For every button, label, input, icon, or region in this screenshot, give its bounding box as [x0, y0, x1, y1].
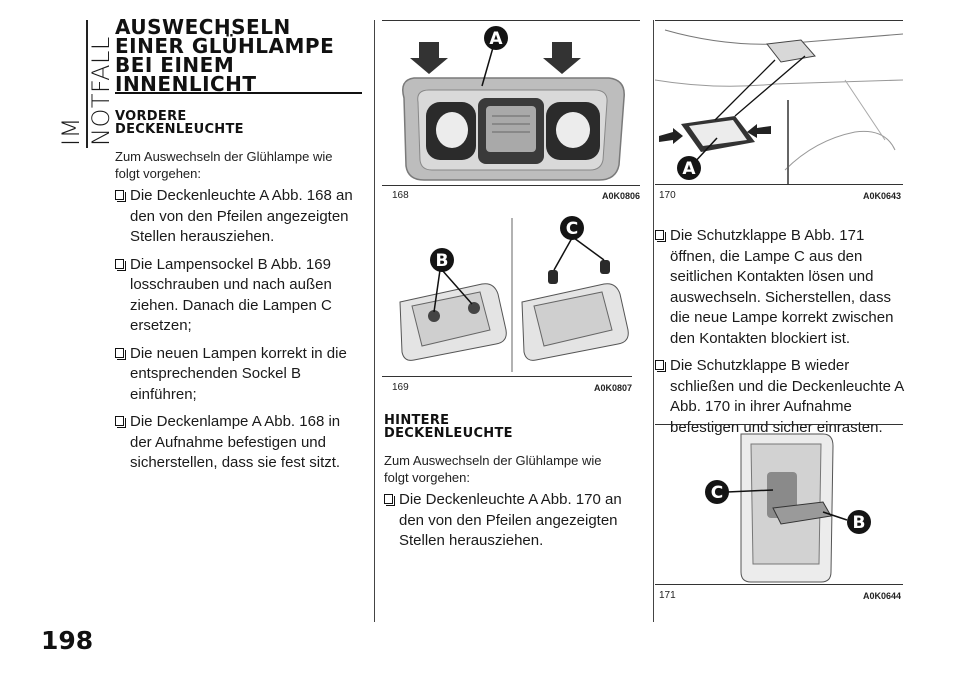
figure-number: 168 — [392, 190, 409, 201]
figure-169: B C 169 A0K0807 — [382, 212, 632, 393]
front-steps: Die Deckenleuchte A Abb. 168 an den von … — [115, 186, 365, 481]
svg-text:B: B — [853, 513, 866, 533]
checkbox-bullet-icon — [115, 190, 126, 202]
column-divider-1 — [374, 20, 375, 622]
checkbox-bullet-icon — [115, 258, 126, 271]
figure-170: A 170 A0K0643 — [655, 20, 903, 210]
figure-number: 171 — [659, 590, 676, 601]
svg-text:A: A — [682, 159, 696, 179]
bulb-socket-illustration: B C — [399, 216, 629, 372]
rear-intro: Zum Auswechseln der Glühlampe wie folgt … — [384, 453, 602, 485]
list-item: Die Schutzklappe B Abb. 171 öffnen, die … — [655, 226, 905, 349]
front-intro: Zum Auswechseln der Glühlampe wie folgt … — [115, 149, 333, 181]
callout-a: A — [677, 156, 701, 180]
checkbox-bullet-icon — [384, 494, 395, 506]
callout-c: C — [705, 480, 729, 504]
callout-a: A — [484, 26, 508, 50]
front-heading: VORDERE DECKENLEUCHTE — [115, 109, 244, 137]
page-number: 198 — [41, 626, 94, 655]
section-tab: IM NOTFALL — [57, 36, 115, 146]
title-underline — [115, 92, 362, 94]
figure-171: C B 171 A0K0644 — [655, 424, 903, 606]
rear-steps-continued: Die Schutzklappe B Abb. 171 öffnen, die … — [655, 226, 905, 445]
callout-b: B — [847, 510, 871, 534]
list-item: Die Schutzklappe B wieder schließen und … — [655, 356, 905, 438]
checkbox-bullet-icon — [115, 347, 126, 360]
section-tab-rule — [86, 20, 88, 148]
list-item: Die Deckenleuchte A Abb. 170 an den von … — [384, 490, 632, 552]
column-divider-2 — [653, 20, 654, 622]
svg-text:B: B — [436, 251, 449, 271]
callout-c: C — [560, 216, 584, 240]
figure-code: A0K0644 — [862, 591, 901, 601]
figure-168: A 168 A0K0806 — [374, 20, 640, 210]
figure-code: A0K0806 — [601, 191, 640, 201]
svg-text:C: C — [711, 483, 723, 503]
list-item: Die Deckenleuchte A Abb. 168 an den von … — [115, 186, 365, 248]
checkbox-bullet-icon — [655, 230, 666, 242]
figure-code: A0K0643 — [862, 191, 901, 201]
page-title: AUSWECHSELN EINER GLÜHLAMPE BEI EINEM IN… — [115, 15, 335, 96]
figure-number: 170 — [659, 190, 676, 201]
figure-code: A0K0807 — [593, 383, 632, 393]
figure-number: 169 — [392, 382, 409, 393]
rear-lamp-cover-illustration: C B — [705, 433, 871, 583]
callout-b: B — [430, 248, 454, 272]
checkbox-bullet-icon — [655, 360, 666, 372]
list-item: Die Lampensockel B Abb. 169 losschrauben… — [115, 255, 365, 337]
rear-steps: Die Deckenleuchte A Abb. 170 an den von … — [384, 490, 632, 559]
checkbox-bullet-icon — [115, 416, 126, 428]
rear-heading: HINTERE DECKENLEUCHTE — [384, 413, 513, 441]
list-item: Die neuen Lampen korrekt in die entsprec… — [115, 344, 365, 406]
rear-light-illustration: A — [655, 29, 903, 184]
list-item: Die Deckenlampe A Abb. 168 in der Aufnah… — [115, 412, 365, 474]
svg-text:A: A — [489, 29, 503, 49]
overhead-light-illustration: A — [402, 26, 625, 181]
svg-text:C: C — [566, 219, 578, 239]
